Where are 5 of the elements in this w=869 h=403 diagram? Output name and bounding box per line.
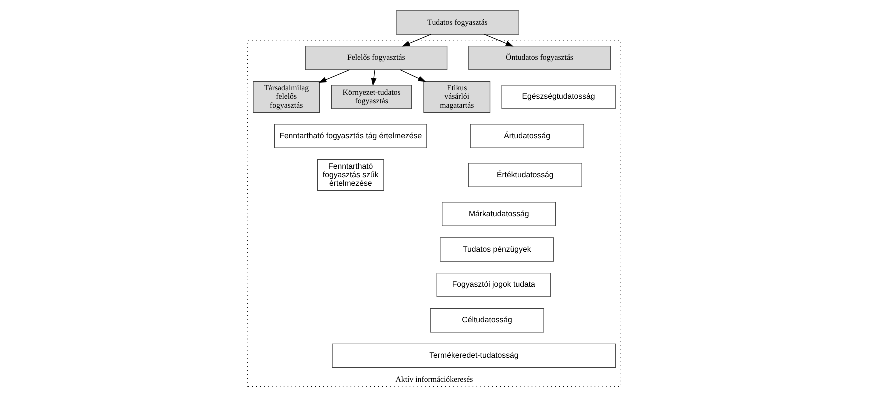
arrow [371,70,377,86]
arrow [318,70,350,84]
arrow [484,34,514,47]
arrow [400,70,426,82]
arrow [402,34,432,47]
